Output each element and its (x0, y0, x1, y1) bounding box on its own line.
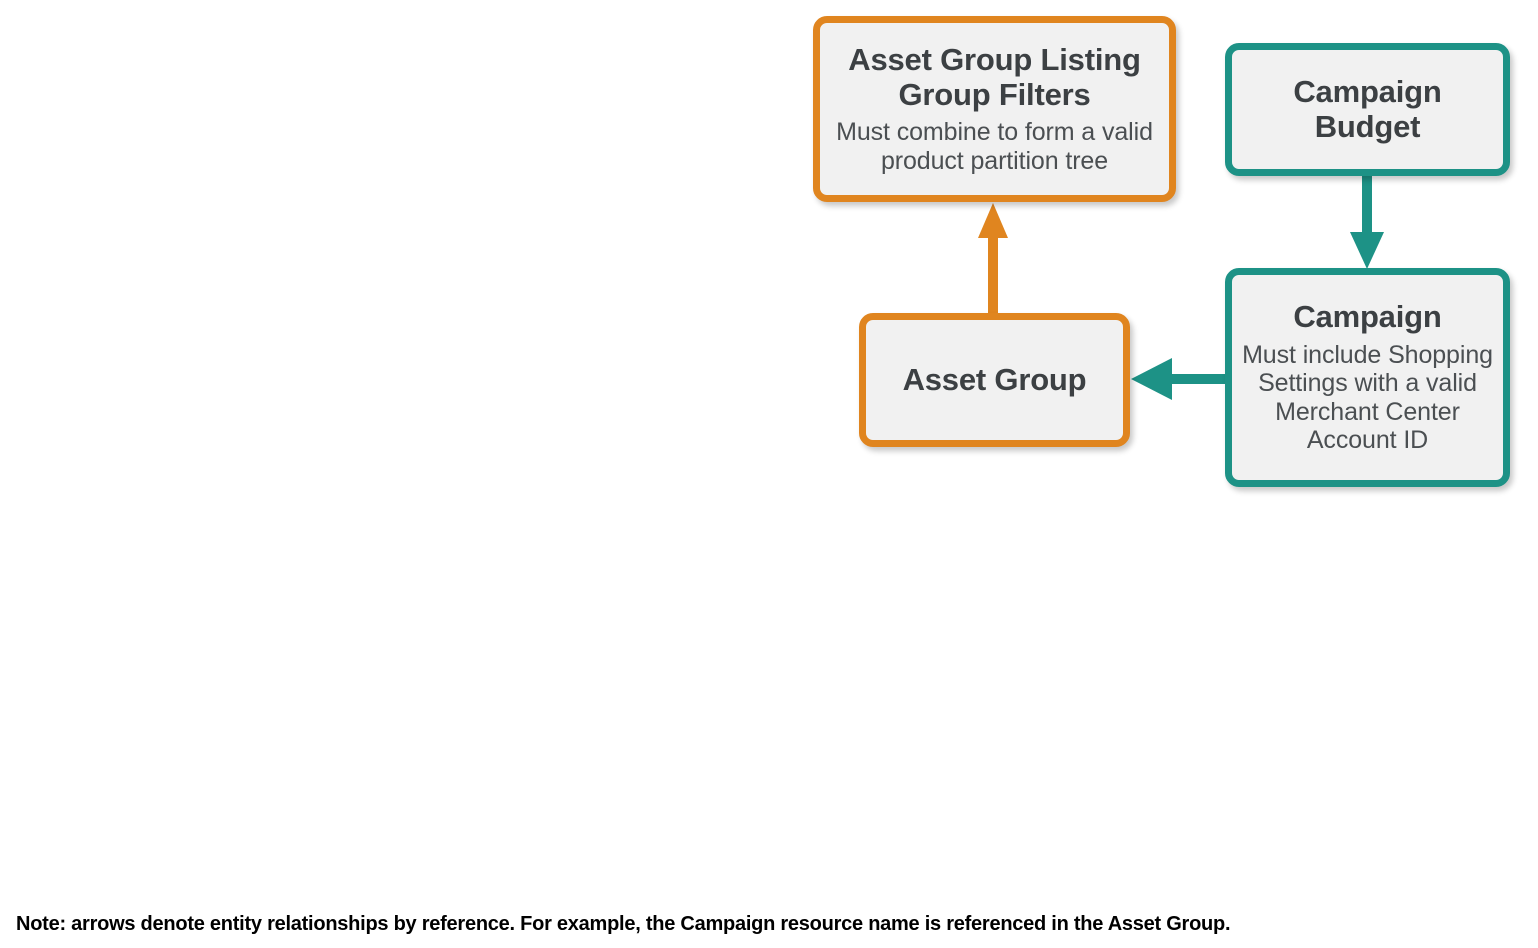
node-campaign[interactable]: Campaign Must include Shopping Settings … (1225, 268, 1510, 487)
node-title: Campaign Budget (1293, 73, 1442, 144)
node-title: Asset Group Listing Group Filters (848, 41, 1141, 112)
node-description: Must include Shopping Settings with a va… (1242, 340, 1493, 455)
node-title: Asset Group (902, 361, 1087, 397)
edge-campaign-to-asset-group (1131, 358, 1228, 400)
node-description: Must combine to form a valid product par… (836, 118, 1153, 175)
node-asset-group-listing-group-filters[interactable]: Asset Group Listing Group Filters Must c… (813, 16, 1176, 202)
node-title: Campaign (1293, 299, 1442, 335)
node-campaign-budget[interactable]: Campaign Budget (1225, 43, 1510, 176)
edge-asset-group-to-listing-group-filters (978, 203, 1008, 316)
diagram-note: Note: arrows denote entity relationships… (16, 913, 1231, 935)
node-asset-group[interactable]: Asset Group (859, 313, 1130, 447)
edge-campaign-budget-to-campaign (1350, 174, 1384, 269)
